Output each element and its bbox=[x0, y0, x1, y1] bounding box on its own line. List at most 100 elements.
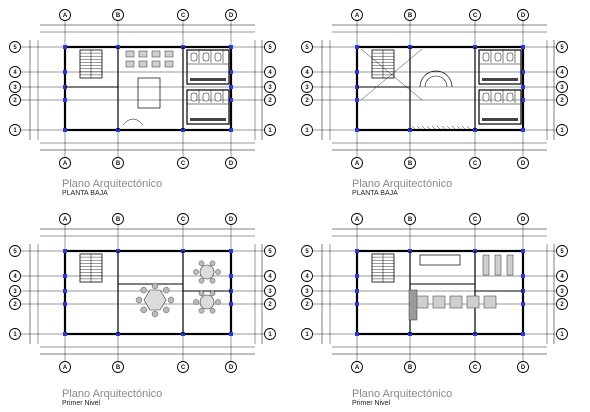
axis-bubble-label: 1 bbox=[305, 332, 309, 338]
axis-bubble-left-4: 4 bbox=[9, 270, 21, 282]
axis-bubble-circle bbox=[404, 9, 416, 21]
axis-bubble-circle bbox=[9, 245, 21, 257]
office-desk bbox=[125, 50, 135, 58]
axis-bubble-label: D bbox=[229, 365, 234, 371]
chair bbox=[193, 299, 199, 305]
axis-bubble-right-5: 5 bbox=[556, 245, 568, 257]
axis-bubble-circle bbox=[264, 81, 276, 93]
axis-bubble-circle bbox=[517, 157, 529, 169]
axis-bubble-circle bbox=[9, 328, 21, 340]
bench-desk bbox=[494, 254, 502, 276]
axis-bubble-left-5: 5 bbox=[9, 41, 21, 53]
axis-bubble-label: 3 bbox=[268, 85, 272, 91]
axis-bubble-circle bbox=[301, 81, 313, 93]
axis-bubble-label: B bbox=[408, 365, 413, 371]
structural-column bbox=[63, 274, 67, 278]
axis-bubble-label: 3 bbox=[560, 289, 564, 295]
axis-bubble-top-B: B bbox=[112, 9, 124, 21]
office-desk bbox=[125, 60, 135, 68]
axis-bubble-top-A: A bbox=[351, 9, 363, 21]
axis-bubble-label: D bbox=[521, 161, 526, 167]
axis-bubble-left-5: 5 bbox=[301, 41, 313, 53]
axis-bubble-circle bbox=[9, 66, 21, 78]
toilet-fixture bbox=[506, 52, 514, 62]
axis-bubble-circle bbox=[351, 9, 363, 21]
ramp-hatch bbox=[411, 125, 416, 130]
ramp-hatch bbox=[446, 125, 451, 130]
axis-bubble-bottom-C: C bbox=[469, 157, 481, 169]
axis-bubble-circle bbox=[225, 9, 237, 21]
axis-bubble-label: 1 bbox=[13, 332, 17, 338]
chair bbox=[151, 282, 159, 290]
spiral-stair-arc-inner bbox=[424, 75, 448, 88]
axis-bubble-circle bbox=[556, 66, 568, 78]
chair bbox=[198, 307, 205, 314]
axis-bubble-circle bbox=[59, 213, 71, 225]
structural-column bbox=[229, 70, 233, 74]
office-desk bbox=[151, 50, 161, 58]
ramp-hatch bbox=[441, 125, 446, 130]
structural-column bbox=[521, 45, 525, 49]
axis-bubble-circle bbox=[556, 81, 568, 93]
axis-bubble-circle bbox=[264, 94, 276, 106]
structural-column bbox=[229, 85, 233, 89]
axis-bubble-circle bbox=[556, 298, 568, 310]
axis-bubble-label: 1 bbox=[268, 128, 272, 134]
axis-bubble-label: 4 bbox=[13, 274, 17, 280]
axis-bubble-circle bbox=[517, 9, 529, 21]
axis-bubble-circle bbox=[59, 361, 71, 373]
axis-bubble-circle bbox=[556, 270, 568, 282]
office-desk bbox=[151, 60, 161, 68]
axis-bubble-label: C bbox=[181, 161, 186, 167]
axis-bubble-top-C: C bbox=[177, 9, 189, 21]
door-swing bbox=[122, 118, 144, 126]
axis-bubble-label: 2 bbox=[268, 302, 272, 308]
axis-bubble-circle bbox=[112, 9, 124, 21]
structural-column bbox=[63, 289, 67, 293]
axis-bubble-circle bbox=[556, 285, 568, 297]
chair bbox=[215, 299, 221, 305]
axis-bubble-circle bbox=[469, 361, 481, 373]
structural-column bbox=[355, 249, 359, 253]
bench-desk bbox=[482, 254, 490, 276]
axis-bubble-bottom-B: B bbox=[112, 361, 124, 373]
void-diagonal bbox=[360, 48, 423, 101]
structural-column bbox=[63, 70, 67, 74]
axis-bubble-circle bbox=[301, 94, 313, 106]
axis-bubble-circle bbox=[351, 361, 363, 373]
axis-bubble-circle bbox=[264, 245, 276, 257]
axis-bubble-label: 1 bbox=[305, 128, 309, 134]
ramp-hatch bbox=[421, 125, 426, 130]
axis-bubble-label: 3 bbox=[305, 85, 309, 91]
axis-bubble-label: 5 bbox=[560, 249, 564, 255]
axis-bubble-top-C: C bbox=[469, 213, 481, 225]
axis-bubble-label: 4 bbox=[305, 274, 309, 280]
structural-column bbox=[521, 70, 525, 74]
axis-bubble-label: A bbox=[63, 161, 68, 167]
toilet-fixture bbox=[214, 92, 222, 102]
axis-bubble-top-B: B bbox=[404, 213, 416, 225]
axis-bubble-circle bbox=[556, 328, 568, 340]
sink-counter bbox=[190, 118, 226, 121]
structural-column bbox=[63, 128, 67, 132]
chair bbox=[198, 260, 205, 267]
axis-bubble-circle bbox=[264, 328, 276, 340]
axis-bubble-label: 4 bbox=[268, 274, 272, 280]
chair bbox=[198, 277, 205, 284]
axis-bubble-bottom-D: D bbox=[517, 157, 529, 169]
toilet-fixture bbox=[482, 52, 490, 62]
axis-bubble-left-4: 4 bbox=[9, 66, 21, 78]
axis-bubble-top-A: A bbox=[351, 213, 363, 225]
axis-bubble-label: 2 bbox=[13, 302, 17, 308]
axis-bubble-bottom-D: D bbox=[225, 361, 237, 373]
axis-bubble-circle bbox=[517, 361, 529, 373]
axis-bubble-circle bbox=[225, 157, 237, 169]
structural-column bbox=[521, 98, 525, 102]
axis-bubble-label: 5 bbox=[305, 45, 309, 51]
axis-bubble-label: 3 bbox=[305, 289, 309, 295]
axis-bubble-bottom-B: B bbox=[112, 157, 124, 169]
structural-column bbox=[63, 98, 67, 102]
plan-1-subtitle: PLANTA BAJA bbox=[62, 190, 108, 197]
axis-bubble-left-1: 1 bbox=[301, 328, 313, 340]
